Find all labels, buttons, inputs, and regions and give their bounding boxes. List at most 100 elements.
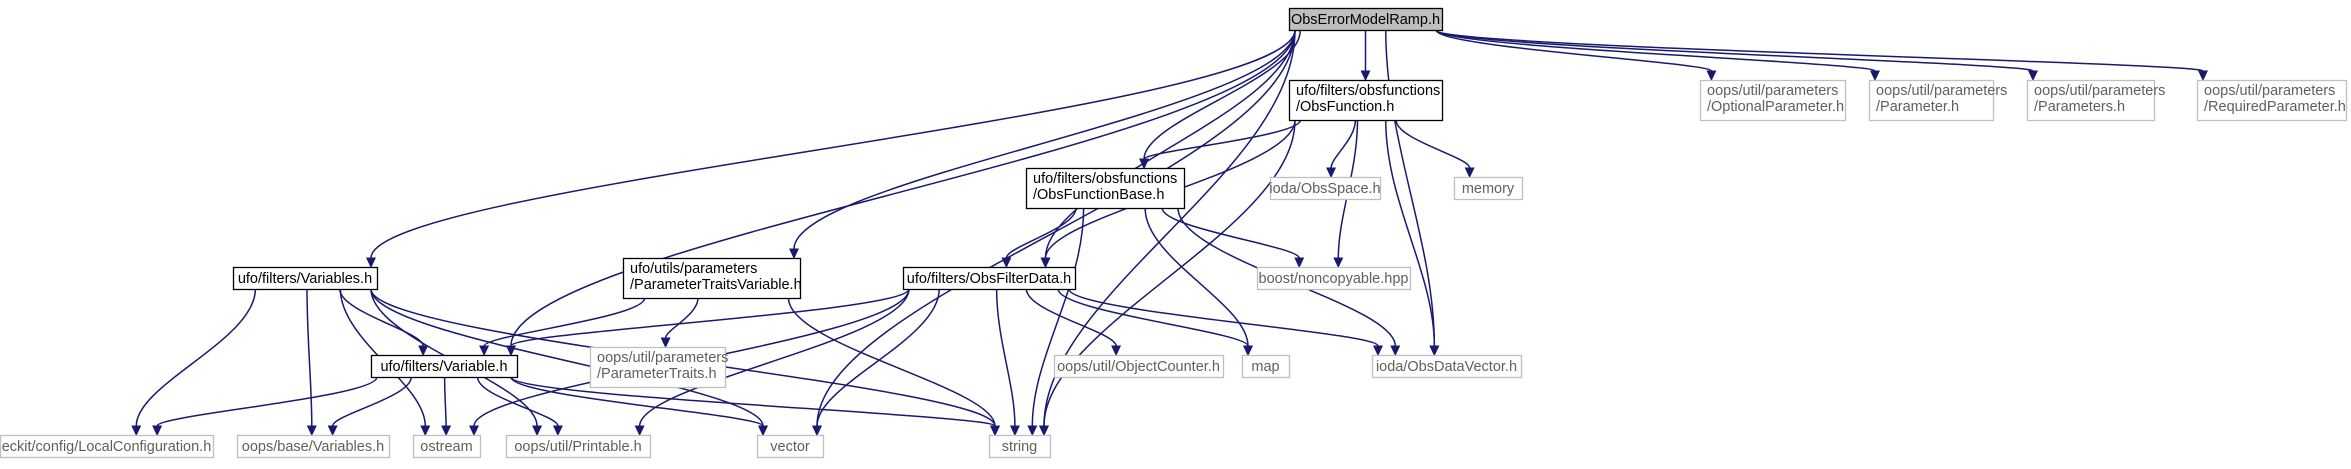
edge-line [1143, 119, 1302, 160]
node-box [0, 434, 215, 459]
arrowhead [634, 425, 645, 437]
arrowhead [1139, 158, 1150, 170]
node-root[interactable]: ObsErrorModelRamp.h [1288, 7, 1444, 32]
edge-line [1161, 207, 1300, 259]
arrowhead [1326, 167, 1337, 179]
edge-root-to-optp [1435, 29, 1717, 82]
arrowhead [418, 345, 429, 357]
node-ostream: ostream [412, 434, 482, 459]
edge-line [1068, 288, 1379, 347]
edge-line [638, 288, 910, 427]
node-box [505, 434, 652, 459]
arrowhead [1001, 257, 1012, 269]
arrowhead [366, 257, 376, 269]
node-noncopy: boost/noncopyable.hpp [1256, 266, 1412, 291]
node-box [1025, 167, 1186, 210]
nodes-layer: ObsErrorModelRamp.h ufo/filters/Variables… [0, 7, 2348, 459]
arrowhead [469, 425, 479, 437]
edge-line [510, 29, 1296, 347]
node-reqp: oops/util/parameters/RequiredParameter.h [2196, 79, 2348, 122]
edge-line [787, 297, 996, 427]
node-label: oops/base/Variables.h [242, 439, 384, 455]
node-ofb[interactable]: ufo/filters/obsfunctions/ObsFunctionBase… [1025, 167, 1186, 210]
edge-line [1435, 29, 2204, 72]
node-box [988, 434, 1052, 459]
edge-ofd-to-string [995, 288, 1020, 437]
arrowhead [1390, 345, 1401, 357]
edge-line [331, 376, 412, 427]
node-label: /ObsFunction.h [1296, 99, 1394, 115]
node-ofd[interactable]: ufo/filters/ObsFilterData.h [902, 266, 1077, 291]
node-odv: ioda/ObsDataVector.h [1371, 354, 1523, 379]
node-label: vector [770, 439, 810, 455]
edge-line [370, 29, 1296, 259]
node-label: ufo/filters/Variables.h [238, 271, 372, 287]
edge-line [793, 29, 1296, 250]
edge-line [1043, 119, 1296, 427]
node-box [756, 434, 825, 459]
edge-root-to-of [1360, 29, 1371, 82]
arrowhead [2198, 70, 2208, 82]
edge-root-to-vars [366, 29, 1296, 269]
node-label: ufo/filters/obsfunctions [1033, 171, 1177, 187]
arrowhead [812, 425, 822, 437]
arrowhead [1373, 345, 1383, 357]
arrowhead [1027, 425, 1038, 437]
node-of[interactable]: ufo/filters/obsfunctions/ObsFunction.h [1288, 79, 1444, 122]
arrowhead [758, 425, 768, 437]
node-label: /Parameter.h [1876, 99, 1959, 115]
arrowhead [306, 425, 317, 437]
arrowhead [1009, 425, 1020, 437]
edge-line [1435, 29, 1876, 72]
arrowhead [479, 345, 490, 357]
node-label: /RequiredParameter.h [2204, 99, 2346, 115]
edge-line [1385, 29, 1436, 347]
node-box [1053, 354, 1225, 379]
node-label: /Parameters.h [2034, 99, 2125, 115]
node-box [902, 266, 1077, 291]
edge-root-to-ofd [1040, 29, 1296, 269]
arrowhead [1111, 345, 1122, 357]
edge-ofb-to-ofd [1001, 207, 1077, 269]
node-box [1699, 79, 1847, 122]
edge-var-to-vector [510, 376, 768, 437]
arrowhead [1464, 167, 1475, 179]
node-box [1241, 354, 1291, 379]
node-label: oops/util/ObjectCounter.h [1057, 359, 1220, 375]
node-lconf: eckit/config/LocalConfiguration.h [0, 434, 215, 459]
node-label: ioda/ObsDataVector.h [1376, 359, 1517, 375]
edge-of-to-string [1039, 119, 1296, 437]
edge-line [1395, 119, 1471, 169]
edge-line [664, 297, 699, 339]
node-ptv[interactable]: ufo/utils/parameters/ParameterTraitsVari… [622, 257, 802, 300]
node-label: oops/util/parameters [1876, 83, 2007, 99]
edge-line [1385, 119, 1436, 347]
edge-line [995, 288, 1016, 427]
node-box [1256, 266, 1412, 291]
edges-layer [131, 29, 2208, 437]
node-params: oops/util/parameters/Parameters.h [2026, 79, 2165, 122]
edge-root-to-reqp [1435, 29, 2208, 82]
node-printable: oops/util/Printable.h [505, 434, 652, 459]
arrowhead [990, 425, 1000, 437]
edge-var-to-ostream [441, 376, 452, 437]
node-label: ufo/filters/Variable.h [380, 359, 507, 375]
edge-ofb-to-map [1144, 207, 1253, 357]
edge-vars-to-var [339, 288, 429, 357]
edge-ptv-to-var [479, 297, 646, 357]
node-var[interactable]: ufo/filters/Variable.h [370, 354, 519, 379]
edge-vars-to-lconf [131, 288, 257, 437]
arrowhead [1870, 70, 1880, 82]
edge-line [156, 376, 378, 427]
edge-line [1025, 288, 1117, 347]
edge-line [1144, 207, 1249, 347]
node-memory: memory [1453, 176, 1524, 201]
edge-line [1435, 29, 1713, 72]
edge-line [816, 288, 940, 427]
edge-ofd-to-objcnt [1025, 288, 1122, 357]
edge-root-to-ptv [789, 29, 1296, 260]
node-box [370, 354, 519, 379]
arrowhead [1243, 345, 1253, 357]
node-vars[interactable]: ufo/filters/Variables.h [232, 266, 379, 291]
node-label: ostream [420, 439, 472, 455]
